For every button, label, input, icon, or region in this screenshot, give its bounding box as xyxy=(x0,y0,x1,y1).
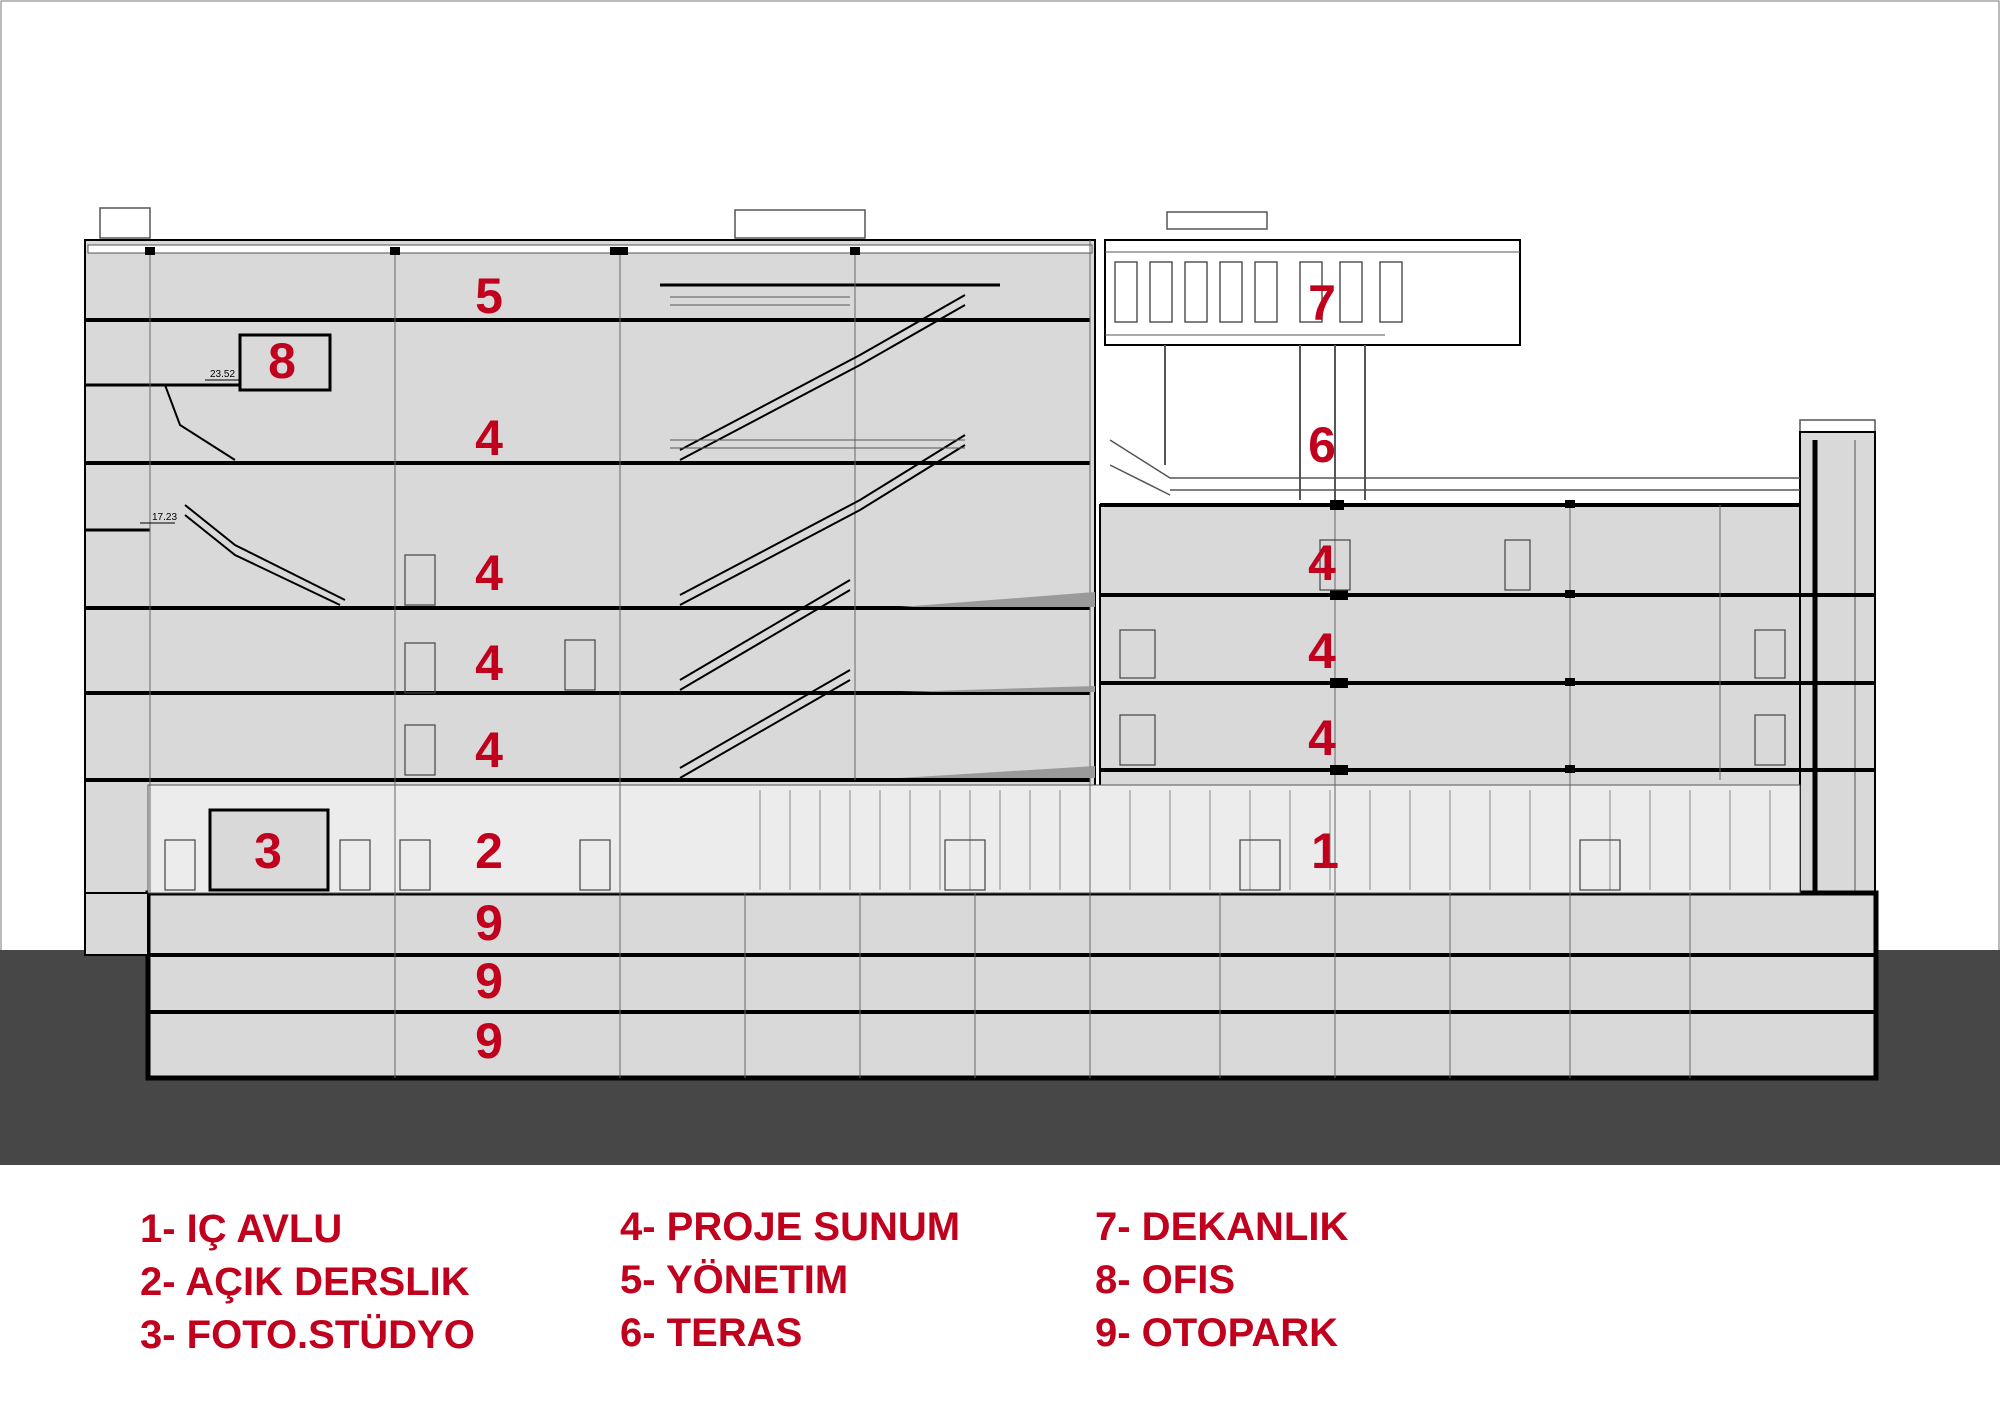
zone-label-7: 7 xyxy=(1308,275,1336,331)
photo-studio-box xyxy=(208,808,330,892)
ramps xyxy=(900,592,1095,778)
zone-label-3: 3 xyxy=(254,823,282,879)
zone-label-9-mid: 9 xyxy=(475,953,503,1009)
structural-columns xyxy=(149,240,1721,1078)
terrace-railing xyxy=(1109,439,1800,496)
legend-column-1: 1- IÇ AVLU 2- AÇIK DERSLIK 3- FOTO.STÜDY… xyxy=(140,1203,475,1362)
zone-label-9-top: 9 xyxy=(475,895,503,951)
building-section-drawing: 23.52 17.23 5 8 7 6 4 4 4 4 4 4 4 3 2 1 … xyxy=(0,0,2000,1165)
parking-basement xyxy=(145,890,1879,1081)
legend-item-6: 6- TERAS xyxy=(620,1311,803,1355)
zone-label-9-bottom: 9 xyxy=(475,1013,503,1069)
legend-item-2: 2- AÇIK DERSLIK xyxy=(140,1260,470,1304)
entry-plinth xyxy=(84,892,149,956)
zone-label-5: 5 xyxy=(475,268,503,324)
zone-label-4-upper: 4 xyxy=(475,410,503,466)
level-marks: 23.52 17.23 xyxy=(140,369,240,524)
legend-item-4: 4- PROJE SUNUM xyxy=(620,1205,961,1249)
legend-item-7: 7- DEKANLIK xyxy=(1095,1205,1349,1249)
legend-column-2: 4- PROJE SUNUM 5- YÖNETIM 6- TERAS xyxy=(620,1201,960,1360)
zone-label-2: 2 xyxy=(475,823,503,879)
zone-labels: 5 8 7 6 4 4 4 4 4 4 4 3 2 1 9 9 9 xyxy=(254,268,1339,1069)
level-mark-upper: 23.52 xyxy=(210,369,235,380)
zone-label-4-third: 4 xyxy=(475,635,503,691)
courtyard-ribs xyxy=(759,790,1771,890)
level-mark-lower: 17.23 xyxy=(152,512,177,523)
zone-label-4-fourth: 4 xyxy=(475,722,503,778)
ground-floor-courtyard xyxy=(147,784,1801,894)
zone-label-4-right-mid: 4 xyxy=(1308,623,1336,679)
dean-pavilion xyxy=(1104,239,1521,500)
legend-item-9: 9- OTOPARK xyxy=(1095,1311,1338,1355)
zone-label-4-right-low: 4 xyxy=(1308,710,1336,766)
legend-column-3: 7- DEKANLIK 8- OFIS 9- OTOPARK xyxy=(1095,1201,1348,1360)
doors xyxy=(164,539,1786,891)
office-box xyxy=(238,333,332,392)
column-heads xyxy=(145,247,1575,775)
legend-item-1: 1- IÇ AVLU xyxy=(140,1207,343,1251)
zone-label-6: 6 xyxy=(1308,417,1336,473)
page-frame xyxy=(0,0,2000,1165)
legend-item-3: 3- FOTO.STÜDYO xyxy=(140,1313,475,1357)
zone-label-4-second: 4 xyxy=(475,545,503,601)
legend-item-5: 5- YÖNETIM xyxy=(620,1258,849,1302)
floor-slabs xyxy=(85,318,1875,1014)
roof-elements xyxy=(99,207,1876,433)
zone-label-4-right-top: 4 xyxy=(1308,535,1336,591)
zone-label-8: 8 xyxy=(268,333,296,389)
side-stair xyxy=(164,384,346,606)
main-stair xyxy=(679,294,966,779)
stair-railings xyxy=(670,296,965,449)
zone-label-1: 1 xyxy=(1311,823,1339,879)
legend-item-8: 8- OFIS xyxy=(1095,1258,1236,1302)
mezzanine-slabs xyxy=(85,283,1000,532)
